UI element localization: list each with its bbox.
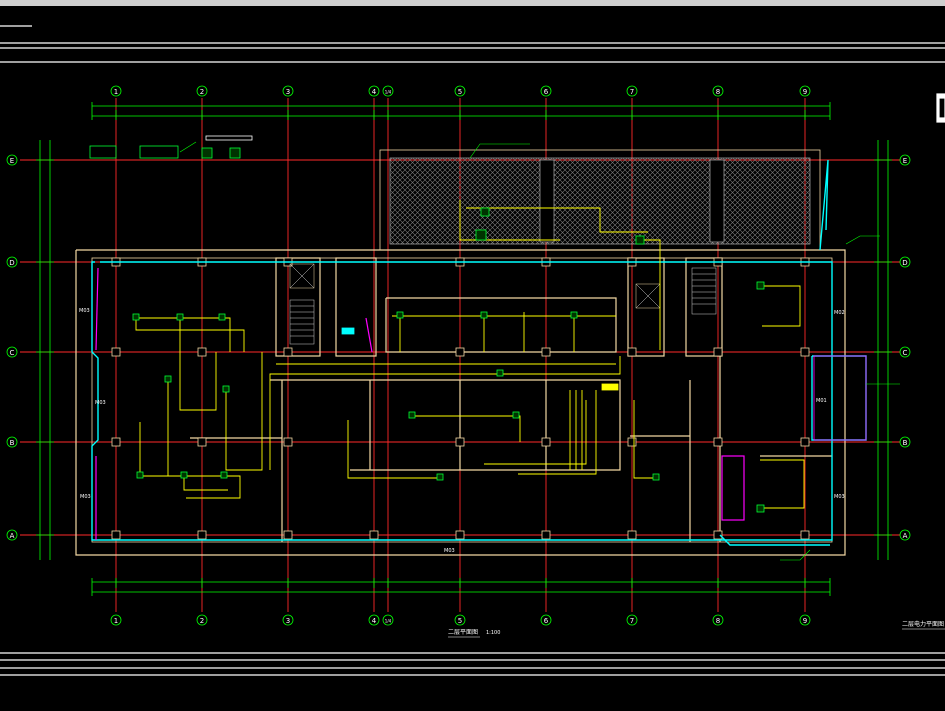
panel-tag-left-mid: M03 [95, 400, 106, 406]
axis-label-2-top: 2 [200, 88, 204, 96]
axis-label-C-left: C [10, 349, 15, 357]
axis-label-8-top: 8 [716, 88, 720, 96]
window-top-bar [0, 0, 945, 6]
axis-label-7-bottom: 7 [630, 617, 634, 625]
axis-label-B-left: B [10, 439, 15, 447]
drawing-scale-text: 1:100 [486, 630, 500, 636]
stairwells [289, 263, 717, 345]
panel-tag-right-box: M01 [816, 398, 827, 404]
row-axis-labels: E D C B A E D C B A [9, 157, 907, 540]
axis-label-9-bottom: 9 [803, 617, 807, 625]
axis-label-1-bottom: 1 [114, 617, 118, 625]
equipment-symbols [132, 147, 765, 513]
axis-label-E-right: E [903, 157, 907, 165]
axis-label-A-left: A [10, 532, 15, 540]
axis-label-9-top: 9 [803, 88, 807, 96]
axis-label-C-right: C [903, 349, 908, 357]
wiring [135, 200, 805, 509]
axis-label-6-bottom: 6 [544, 617, 549, 625]
exterior-panels [89, 135, 253, 159]
panel-tag-left-lower: M03 [80, 494, 91, 500]
axis-label-3-top: 3 [286, 88, 290, 96]
axis-label-8-bottom: 8 [716, 617, 720, 625]
axis-label-3-bottom: 3 [286, 617, 290, 625]
panel-tag-right-lower: M03 [834, 494, 845, 500]
column-axis-bubbles [110, 85, 811, 626]
sheet-caption-text: 二层电力平面图 [902, 620, 944, 628]
panel-tag-left-upper: M03 [79, 308, 90, 314]
leader-lines [179, 141, 900, 561]
sheet-frame [0, 25, 945, 676]
axis-label-4-bottom: 4 [372, 617, 377, 625]
drawing-title-text: 二层平面图 [448, 629, 478, 636]
axis-label-5-top: 5 [458, 88, 462, 96]
building-walls [75, 249, 846, 556]
axis-label-A-right: A [903, 532, 908, 540]
row-axis-bubbles [6, 154, 911, 541]
axis-label-6-top: 6 [544, 88, 549, 96]
axis-label-4-top: 4 [372, 88, 377, 96]
axis-label-1-top: 1 [114, 88, 118, 96]
roof-terrace [379, 149, 821, 251]
axis-label-7-top: 7 [630, 88, 634, 96]
magenta-panels [95, 267, 867, 540]
axis-label-E-left: E [10, 157, 14, 165]
panel-tag-bottom: M03 [444, 548, 455, 554]
panel-tag-right-upper: M02 [834, 310, 845, 316]
panel-tag-labels: M03 M03 M03 M03 M03 M02 M01 [79, 308, 845, 554]
column-axis-labels: 1 2 3 4 1/4 5 6 7 8 9 1 2 3 4 1/4 5 6 7 … [114, 88, 807, 625]
axis-label-D-right: D [902, 259, 907, 267]
axis-label-B-right: B [903, 439, 908, 447]
axis-label-1-4-bottom: 1/4 [385, 619, 392, 624]
axis-label-1-4-top: 1/4 [385, 90, 392, 95]
axis-label-D-left: D [9, 259, 14, 267]
axis-label-5-bottom: 5 [458, 617, 462, 625]
drawing-title: 二层平面图 1:100 二层电力平面图 [448, 620, 945, 638]
axis-label-2-bottom: 2 [200, 617, 204, 625]
dimension-lines [36, 102, 892, 596]
